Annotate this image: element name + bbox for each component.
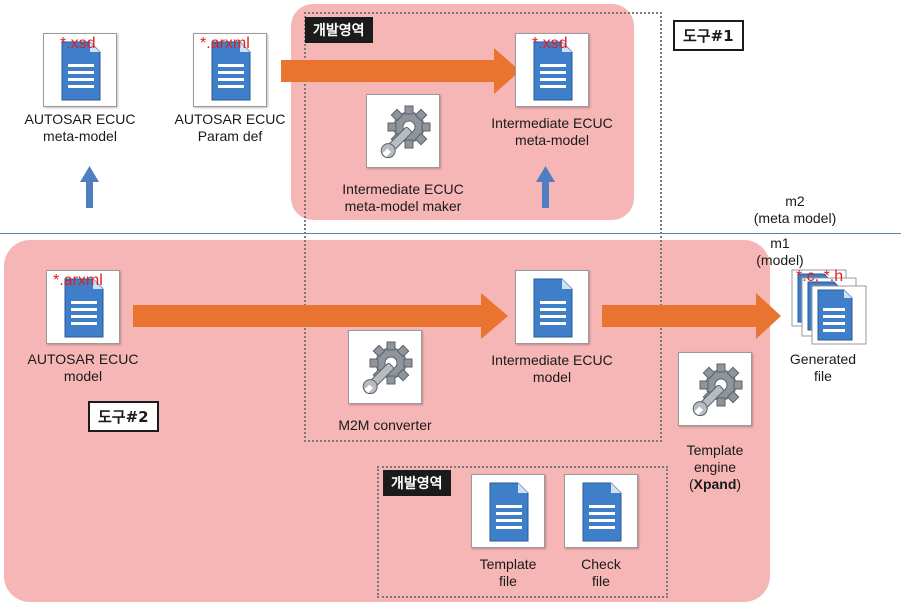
intermediate-model-node <box>515 270 589 344</box>
autosar-model-label: AUTOSAR ECUC model <box>27 351 139 384</box>
tool2-tag: 도구#2 <box>88 401 159 432</box>
autosar-meta-model-node: *.xsd <box>43 33 117 107</box>
file-extension-label: *.arxml <box>200 35 250 52</box>
file-extension-label: *.c, *.h <box>796 268 844 285</box>
file-extension-label: *.xsd <box>60 35 96 52</box>
gear-wrench-icon <box>380 105 431 159</box>
check-file-label: Check file <box>581 556 621 589</box>
file-extension-label: *.xsd <box>532 35 568 52</box>
orange-arrow-top <box>281 48 520 94</box>
intermediate-model-label: Intermediate ECUC model <box>491 352 613 385</box>
xpand-label: Xpand <box>693 476 737 492</box>
meta-model-maker-label: Intermediate ECUC meta-model maker <box>342 181 464 214</box>
blue-arrow-left <box>80 166 99 208</box>
gear-wrench-icon <box>692 363 743 417</box>
m2m-converter-label: M2M converter <box>338 417 432 433</box>
document-icon <box>582 482 622 542</box>
meta-model-maker-node <box>366 94 440 168</box>
template-engine-label: Template engine (Xpand) <box>686 442 744 492</box>
blue-arrow-mid <box>536 166 555 208</box>
m1-level-label: m1 (model) <box>756 235 804 268</box>
autosar-meta-model-label: AUTOSAR ECUC meta-model <box>24 111 136 144</box>
tool1-tag: 도구#1 <box>673 20 744 51</box>
document-stack-icon <box>791 269 867 345</box>
file-extension-label: *.arxml <box>53 272 103 289</box>
m2m-converter-node <box>348 330 422 404</box>
autosar-param-def-node: *.arxml <box>193 33 267 107</box>
document-icon <box>533 278 573 338</box>
generated-file-node: *.c, *.h <box>786 266 870 346</box>
intermediate-meta-model-node: *.xsd <box>515 33 589 107</box>
generated-file-label: Generated file <box>789 351 857 384</box>
template-engine-node <box>678 352 752 426</box>
dev-area-tag-top: 개발영역 <box>305 17 373 43</box>
document-icon <box>211 41 251 101</box>
dev-area-tag-bottom: 개발영역 <box>383 470 451 496</box>
m2-level-label: m2 (meta model) <box>753 193 837 226</box>
orange-arrow-bottom-right <box>602 293 781 339</box>
gear-wrench-icon <box>362 341 413 395</box>
autosar-param-def-label: AUTOSAR ECUC Param def <box>174 111 286 144</box>
document-icon <box>489 482 529 542</box>
autosar-model-node: *.arxml <box>46 270 120 344</box>
dev-area-bottom-dotted-boundary <box>377 466 668 598</box>
meta-model-divider-line <box>0 233 901 234</box>
intermediate-meta-model-label: Intermediate ECUC meta-model <box>491 115 613 148</box>
document-icon <box>64 278 104 338</box>
check-file-node <box>564 474 638 548</box>
tool1-dotted-boundary <box>304 12 662 442</box>
document-icon <box>61 41 101 101</box>
template-file-label: Template file <box>479 556 537 589</box>
template-file-node <box>471 474 545 548</box>
document-icon <box>533 41 573 101</box>
orange-arrow-bottom-left <box>133 293 508 339</box>
